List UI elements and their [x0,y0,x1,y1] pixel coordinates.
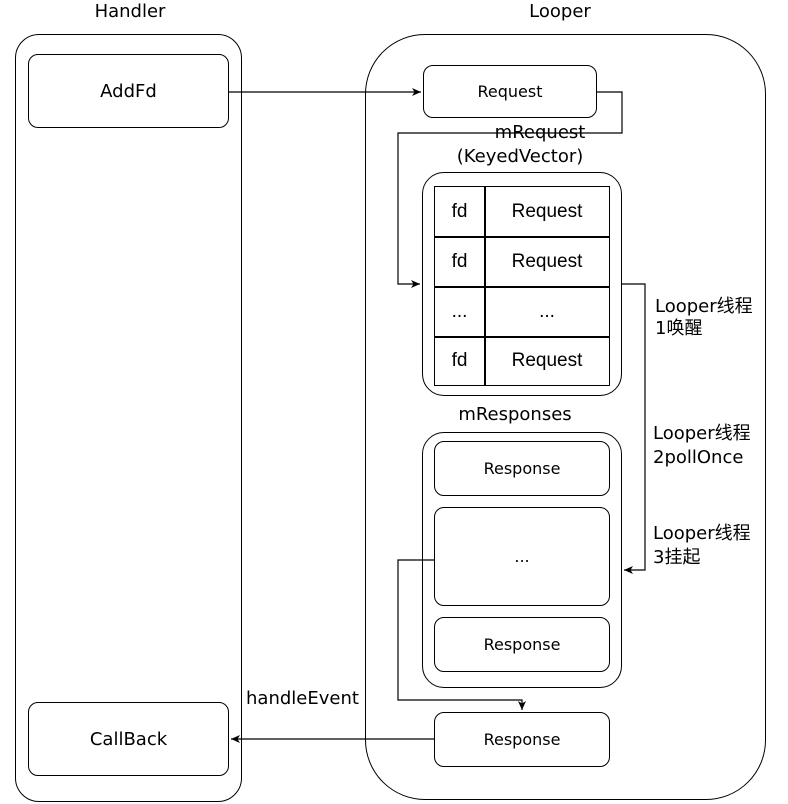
table-row-divider [435,336,609,338]
handler-title: Handler [94,1,166,22]
response-item-ellipsis[interactable]: ... [434,507,610,606]
table-cell-key: ... [451,300,468,322]
step-1-line2: 1唤醒 [655,318,703,339]
keyed-vector-table: fd Request fd Request ... ... fd Request [434,186,610,386]
table-cell-key: fd [451,200,468,222]
callback-box[interactable]: CallBack [28,702,229,776]
step-label-1: Looper线程 1唤醒 [655,296,753,340]
table-cell-value: Request [511,200,583,222]
response-item[interactable]: Response [434,441,610,496]
table-cell-value: ... [539,300,555,322]
table-cell-value: Request [511,350,583,371]
response-item[interactable]: Response [434,617,610,672]
request-box[interactable]: Request [423,65,597,118]
handler-lane [15,34,242,802]
step-label-3: Looper线程 3挂起 [653,522,751,570]
mrequest-label: mRequest [494,122,586,143]
table-cell-key: fd [451,250,468,272]
table-cell-key: fd [451,350,468,371]
addfd-box[interactable]: AddFd [28,54,229,128]
mresponses-label: mResponses [458,404,572,425]
step-3-line2: 3挂起 [653,547,701,568]
step-3-line1: Looper线程 [653,523,751,544]
table-cell-value: Request [511,250,583,272]
table-row-divider [435,286,609,288]
keyedvector-label: (KeyedVector) [456,146,584,167]
step-2-line1: Looper线程 [653,423,751,444]
looper-title: Looper [529,1,591,22]
step-2-line2: 2pollOnce [653,447,744,468]
step-label-2: Looper线程 2pollOnce [653,422,751,470]
response-out-box[interactable]: Response [434,712,610,767]
step-1-line1: Looper线程 [655,296,753,317]
handle-event-label: handleEvent [246,688,359,709]
